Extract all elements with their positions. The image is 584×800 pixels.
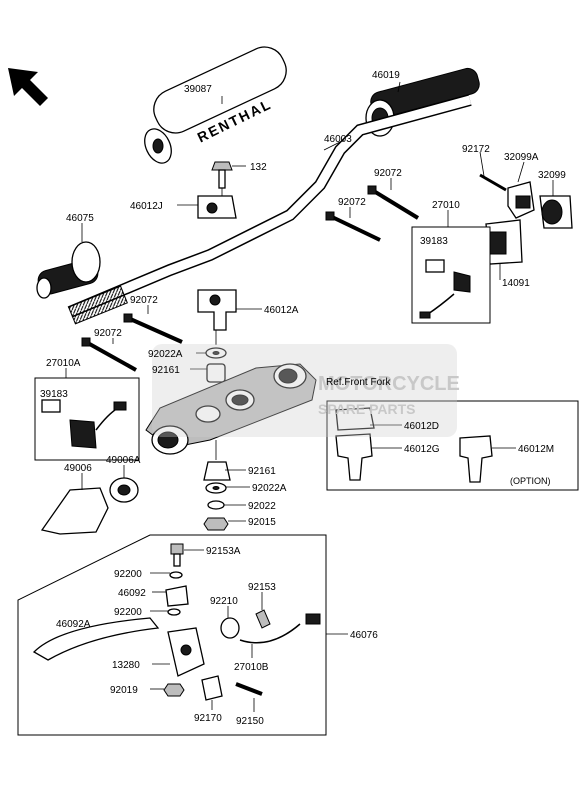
label-27010a[interactable]: 27010A [46,358,81,369]
handlebar[interactable] [67,94,472,325]
kill-switch-39183-right[interactable] [419,259,471,319]
label-27010b[interactable]: 27010B [234,662,269,673]
cable-tie-low[interactable] [81,337,137,372]
nut-92015[interactable] [203,517,229,531]
bolt-92150[interactable] [235,682,263,696]
label-32099[interactable]: 32099 [538,170,566,181]
label-92161-lower[interactable]: 92161 [248,466,276,477]
label-92022[interactable]: 92022 [248,501,276,512]
washer-92200-lower[interactable] [167,608,181,616]
upper-triple-clamp[interactable] [145,363,317,455]
kill-switch-box [411,226,491,324]
bolt-92210[interactable] [220,617,240,639]
label-39087[interactable]: 39087 [184,84,212,95]
label-27010[interactable]: 27010 [432,200,460,211]
cable-tie-upper-right[interactable] [367,185,420,220]
label-92015[interactable]: 92015 [248,517,276,528]
label-92019[interactable]: 92019 [110,685,138,696]
label-46092[interactable]: 46092 [118,588,146,599]
label-46012a[interactable]: 46012A [264,305,299,316]
nut-92019[interactable] [163,683,185,697]
label-46012m[interactable]: 46012M [518,444,554,455]
label-92153a[interactable]: 92153A [206,546,241,557]
label-46076[interactable]: 46076 [350,630,378,641]
rubber-92161-upper[interactable] [206,363,226,383]
rubber-92161-lower[interactable] [203,461,231,481]
label-13280[interactable]: 13280 [112,660,140,671]
label-92072-c[interactable]: 92072 [130,295,158,306]
screw-92172[interactable] [479,173,507,192]
front-direction-arrow-icon [8,68,48,106]
clamp-92170[interactable] [201,675,223,701]
collar-49006a[interactable] [109,477,139,503]
bolt-92153a[interactable] [170,543,184,567]
label-92072-b[interactable]: 92072 [338,197,366,208]
label-46012d[interactable]: 46012D [404,421,439,432]
label-92072-d[interactable]: 92072 [94,328,122,339]
label-92200-upper[interactable]: 92200 [114,569,142,580]
leader-lines [65,81,554,712]
label-46019[interactable]: 46019 [372,70,400,81]
label-46075[interactable]: 46075 [66,213,94,224]
handlebar-upper-holder[interactable] [197,195,237,219]
label-46012g[interactable]: 46012G [404,444,440,455]
switch-27010b[interactable] [239,613,321,644]
label-39183-a[interactable]: 39183 [420,236,448,247]
label-32099a[interactable]: 32099A [504,152,539,163]
washer-92022[interactable] [207,500,225,510]
label-92022a-lower[interactable]: 92022A [252,483,287,494]
bracket-46092[interactable] [165,585,189,607]
label-92200-lower[interactable]: 92200 [114,607,142,618]
clutch-lever-46092a[interactable] [32,617,160,661]
kill-switch-39183-left[interactable] [41,399,127,449]
option-label: (OPTION) [510,476,551,486]
bolt-92153[interactable] [255,609,271,629]
watermark-line1: MOTORCYCLE [318,373,460,395]
label-92072-a[interactable]: 92072 [374,168,402,179]
throttle-housing-32099a[interactable] [507,181,535,219]
left-grip[interactable] [36,241,101,299]
label-39183-b[interactable]: 39183 [40,389,68,400]
label-92153[interactable]: 92153 [248,582,276,593]
throttle-housing-32099[interactable] [539,195,573,229]
washer-92022a-lower[interactable] [205,482,227,494]
label-92170[interactable]: 92170 [194,713,222,724]
watermark: MOTORCYCLE SPARE PARTS [152,344,460,437]
label-132[interactable]: 132 [250,162,267,173]
lever-holder-13280[interactable] [167,627,205,677]
cable-tie-mid[interactable] [123,313,183,344]
switch-14091[interactable] [485,219,523,265]
label-14091[interactable]: 14091 [502,278,530,289]
label-92150[interactable]: 92150 [236,716,264,727]
lever-assembly-box [17,534,327,736]
label-92210[interactable]: 92210 [210,596,238,607]
holder-46012d[interactable] [335,407,375,431]
cable-tie-upper-left[interactable] [325,211,381,242]
bolt-132[interactable] [211,161,233,189]
label-49006a[interactable]: 49006A [106,455,141,466]
label-46092a[interactable]: 46092A [56,619,91,630]
label-92161-upper[interactable]: 92161 [152,365,180,376]
label-92172[interactable]: 92172 [462,144,490,155]
label-49006[interactable]: 49006 [64,463,92,474]
holder-46012m[interactable] [459,435,493,483]
holder-46012g[interactable] [335,433,373,481]
part-labels: 39087 46019 132 46003 46012J 92072 92072… [40,70,566,727]
washer-92200-upper[interactable] [169,571,183,579]
label-46003[interactable]: 46003 [324,134,352,145]
label-46012j[interactable]: 46012J [130,201,163,212]
watermark-line2: SPARE PARTS [318,401,416,417]
handlebar-pad[interactable]: RENTHAL [140,40,293,167]
handlebar-lower-holder[interactable] [197,289,237,331]
label-92022a-upper[interactable]: 92022A [148,349,183,360]
ref-front-fork[interactable]: Ref.Front Fork [326,377,391,388]
lever-guard-49006[interactable] [40,487,109,535]
